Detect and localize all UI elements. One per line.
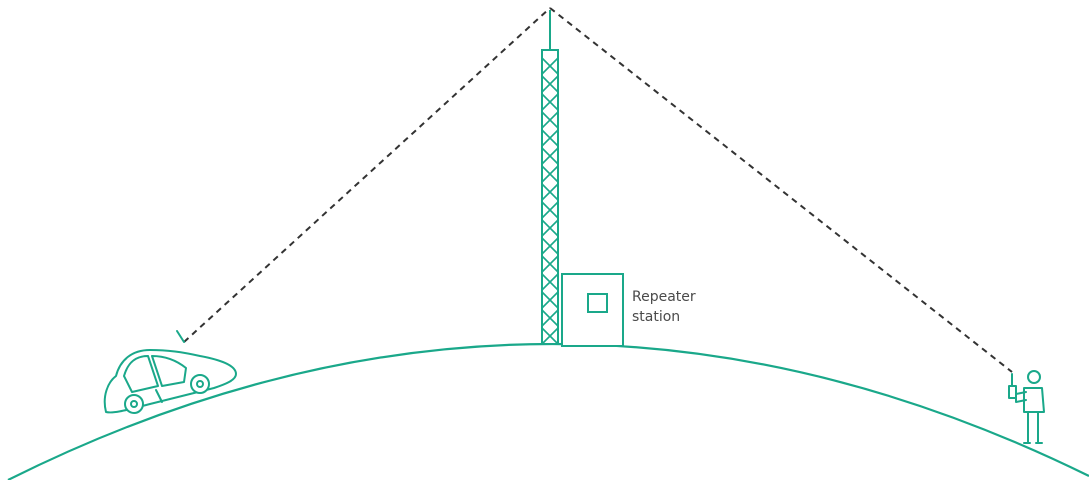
tower-icon (542, 10, 558, 344)
repeater-station-label-line2: station (632, 307, 696, 327)
person-radio-icon (1009, 371, 1044, 443)
signal-path-car (184, 8, 550, 342)
repeater-station-label-line1: Repeater (632, 287, 696, 307)
car-icon (105, 331, 236, 413)
repeater-building-icon (562, 274, 623, 346)
repeater-station-label: Repeater station (632, 287, 696, 327)
